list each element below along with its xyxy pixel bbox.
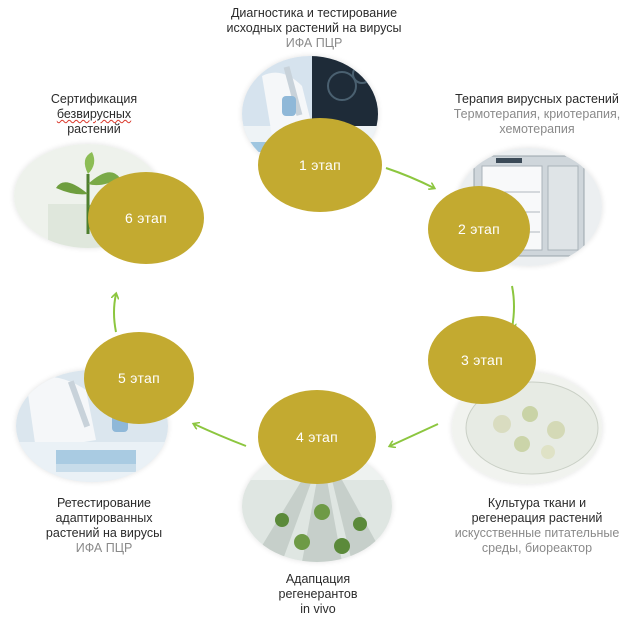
stage-2-subtitle-line-1: Термотерапия, криотерапия,: [453, 107, 621, 121]
stage-2-title-line-1: Терапия вирусных растений: [455, 92, 619, 106]
stage-5-subtitle: ИФА ПЦР: [75, 541, 133, 555]
stage-3-caption: Культура ткани и регенерация растений ис…: [438, 496, 636, 556]
stage-3-subtitle-line-1: искусственные питательные: [454, 526, 620, 540]
stage-6-caption: Сертификация безвирусных растений: [24, 92, 164, 137]
stage-5-title-line-3: растений на вирусы: [45, 526, 163, 540]
stage-1-title-line-1: Диагностика и тестирование: [230, 6, 398, 20]
arrow-3-to-4: [390, 423, 439, 446]
stage-4-title-line-1: Адапцация: [285, 572, 351, 586]
arrow-4-to-5: [194, 424, 247, 447]
stage-1-label: 1 этап: [299, 157, 341, 173]
stage-4-title-line-2: регенерантов: [278, 587, 358, 601]
arrow-1-to-2: [385, 167, 434, 188]
stage-3-title-line-1: Культура ткани и: [487, 496, 587, 510]
stage-6-title-line-3: растений: [67, 122, 121, 136]
stage-1-subtitle: ИФА ПЦР: [285, 36, 343, 50]
stage-5-label: 5 этап: [118, 370, 160, 386]
stage-2-subtitle-line-2: хемотерапия: [499, 122, 575, 136]
stage-4-title-line-3: in vivo: [300, 602, 336, 616]
stage-3-subtitle-line-2: среды, биореактор: [481, 541, 593, 555]
stage-1-circle[interactable]: 1 этап: [258, 118, 382, 212]
stage-4-caption: Адапцация регенерантов in vivo: [250, 572, 386, 617]
stage-3-label: 3 этап: [461, 352, 503, 368]
arrow-2-to-3: [512, 285, 514, 328]
stage-6-label: 6 этап: [125, 210, 167, 226]
stage-2-caption: Терапия вирусных растений Термотерапия, …: [438, 92, 636, 137]
stage-5-circle[interactable]: 5 этап: [84, 332, 194, 424]
arrow-5-to-6: [114, 294, 116, 333]
stage-2-circle[interactable]: 2 этап: [428, 186, 530, 272]
stage-2-label: 2 этап: [458, 221, 500, 237]
stage-3-title-line-2: регенерация растений: [471, 511, 603, 525]
stage-4-label: 4 этап: [296, 429, 338, 445]
stage-6-title-line-1: Сертификация: [50, 92, 138, 106]
stage-5-caption: Ретестирование адаптированных растений н…: [12, 496, 196, 556]
stage-3-circle[interactable]: 3 этап: [428, 316, 536, 404]
stage-4-circle[interactable]: 4 этап: [258, 390, 376, 484]
stage-5-title-line-1: Ретестирование: [56, 496, 151, 510]
stage-1-caption: Диагностика и тестирование исходных раст…: [196, 6, 432, 51]
stage-1-title-line-2: исходных растений на вирусы: [226, 21, 402, 35]
stage-6-circle[interactable]: 6 этап: [88, 172, 204, 264]
stage-5-title-line-2: адаптированных: [55, 511, 153, 525]
stage-6-title-line-2: безвирусных: [56, 107, 132, 121]
